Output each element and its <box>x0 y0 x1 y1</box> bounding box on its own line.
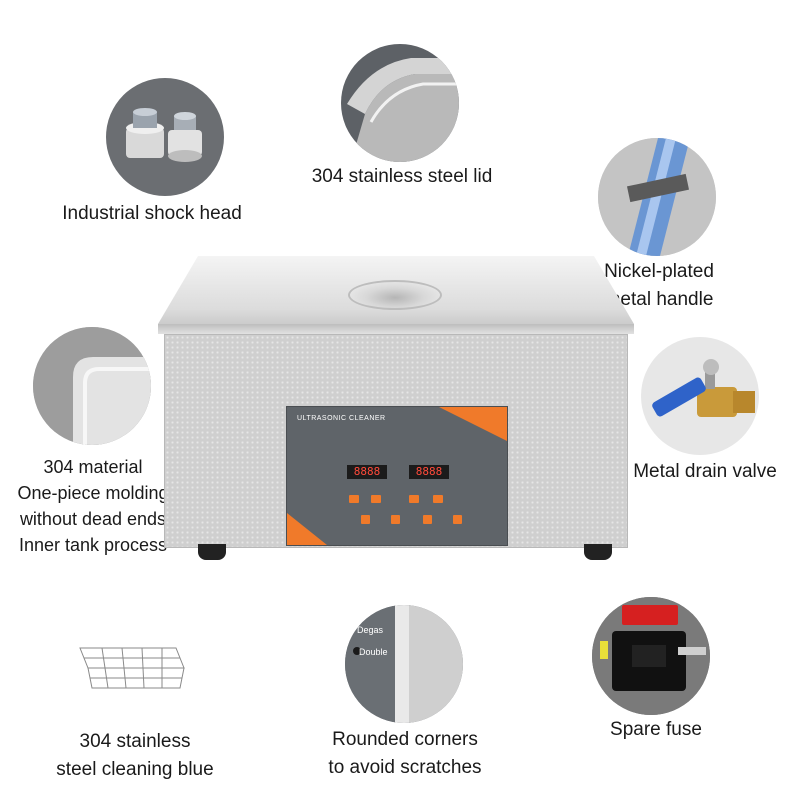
panel-accent-bottom <box>287 513 327 545</box>
degas-button[interactable] <box>423 515 432 524</box>
shock-head-label: Industrial shock head <box>62 203 242 224</box>
heat-button[interactable] <box>391 515 400 524</box>
time-display: 8888 <box>409 465 449 479</box>
corners-circle: Degas Double <box>345 605 463 723</box>
material-circle <box>33 327 151 445</box>
inner-tank-icon <box>33 327 151 445</box>
handle-icon <box>598 138 716 256</box>
machine-foot-right <box>584 544 612 560</box>
drain-valve-label: Metal drain valve <box>633 461 777 482</box>
handle-label: Nickel-plated metal handle <box>604 261 714 310</box>
fuse-label: Spare fuse <box>610 719 702 740</box>
shock-head-circle <box>106 78 224 196</box>
corner-label-double: Double <box>359 647 388 657</box>
temp-up-button[interactable] <box>371 495 381 503</box>
basket-label: 304 stainless steel cleaning blue <box>56 731 214 780</box>
fuse-socket-icon <box>592 597 710 715</box>
transducer-icon <box>126 108 202 162</box>
basket-circle <box>72 608 190 726</box>
corners-label: Rounded corners to avoid scratches <box>328 729 482 778</box>
time-down-button[interactable] <box>409 495 419 503</box>
machine-foot-left <box>198 544 226 560</box>
power-button[interactable] <box>361 515 370 524</box>
temp-down-button[interactable] <box>349 495 359 503</box>
lid-circle <box>341 44 459 162</box>
time-up-button[interactable] <box>433 495 443 503</box>
lid-rim <box>158 324 634 334</box>
drain-valve-circle <box>641 337 759 455</box>
cleaning-basket-icon <box>79 647 185 689</box>
drain-valve-icon <box>652 359 755 417</box>
lid-corner-icon <box>347 58 459 162</box>
rounded-corner-icon <box>345 605 463 723</box>
material-label: 304 material One-piece molding without d… <box>17 457 169 555</box>
lid-handle <box>348 280 442 310</box>
handle-circle <box>598 138 716 256</box>
mode-button[interactable] <box>453 515 462 524</box>
corner-label-degas: Degas <box>357 625 384 635</box>
panel-accent-top <box>439 407 507 441</box>
panel-title: ULTRASONIC CLEANER <box>297 415 386 422</box>
lid-label: 304 stainless steel lid <box>311 166 493 187</box>
temperature-display: 8888 <box>347 465 387 479</box>
fuse-circle <box>592 597 710 715</box>
control-panel: ULTRASONIC CLEANER 8888 8888 <box>286 406 508 546</box>
ultrasonic-cleaner: ULTRASONIC CLEANER 8888 8888 <box>158 256 634 562</box>
